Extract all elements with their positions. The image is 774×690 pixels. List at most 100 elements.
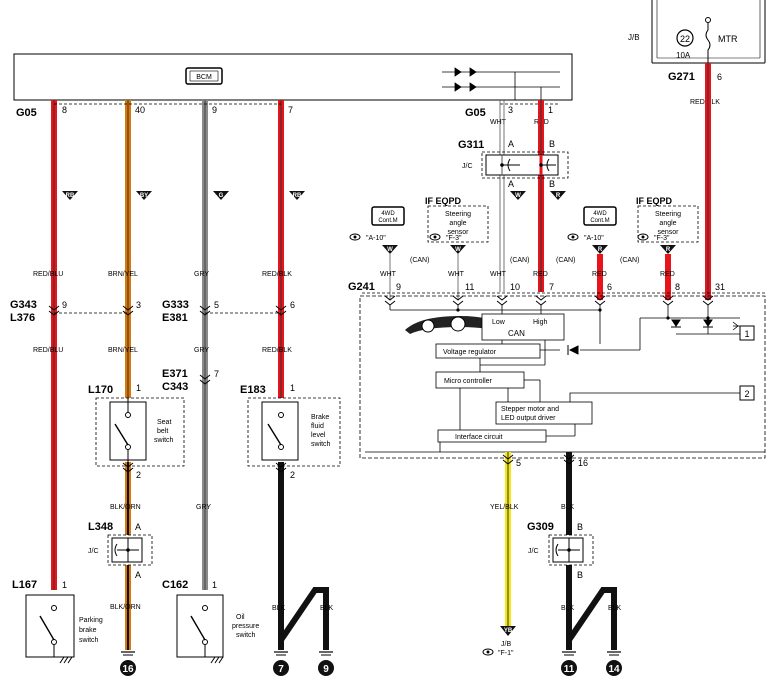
wire-label-yel-blk: YEL/BLK bbox=[490, 504, 519, 511]
wire-label-blk-3: BLK bbox=[608, 605, 622, 612]
svg-text:2: 2 bbox=[744, 389, 749, 399]
pin-7: 7 bbox=[288, 105, 293, 115]
steer1-text-2: angle bbox=[449, 220, 466, 227]
g241-pin-10: 10 bbox=[510, 282, 520, 292]
svg-text:R: R bbox=[666, 247, 671, 253]
ref-f3-1[interactable]: "F-3" bbox=[446, 235, 462, 242]
can-box-label: CAN bbox=[508, 329, 525, 338]
voltage-regulator-label: Voltage regulator bbox=[443, 349, 497, 356]
ground-16-icon: 16 bbox=[120, 651, 136, 676]
c343-label: C343 bbox=[162, 381, 188, 393]
fuse-amp: 10A bbox=[676, 51, 691, 60]
g343-pin-3: 3 bbox=[136, 300, 141, 310]
svg-text:W: W bbox=[455, 247, 461, 253]
g05-left-label: G05 bbox=[16, 107, 37, 119]
parking-ground-icon bbox=[54, 656, 73, 664]
parking-text-1: Parking bbox=[79, 617, 103, 624]
g333-pin-6: 6 bbox=[290, 300, 295, 310]
tri-r-2: R bbox=[592, 245, 608, 254]
meter-diodes-icon bbox=[567, 319, 713, 355]
meter-pin-16: 16 bbox=[578, 458, 588, 468]
e183-pin-bot: 2 bbox=[290, 470, 295, 480]
can-low-label: Low bbox=[492, 319, 506, 326]
parking-text-2: brake bbox=[79, 627, 97, 634]
wire-label-blk-1: BLK bbox=[561, 504, 575, 511]
g241-wire-wht-10: WHT bbox=[490, 271, 507, 278]
svg-text:G: G bbox=[219, 193, 224, 199]
wire-blk-ground-14 bbox=[566, 587, 617, 650]
stepper-motor-box bbox=[495, 401, 593, 425]
g311-pin-b2: B bbox=[549, 179, 555, 189]
svg-text:9: 9 bbox=[323, 664, 329, 675]
tri-by: BY bbox=[136, 191, 152, 200]
g05-right-label: G05 bbox=[465, 107, 486, 119]
steer1-text-3: sensor bbox=[447, 229, 469, 236]
wire-label-blk-2: BLK bbox=[561, 605, 575, 612]
oil-pressure-switch-box bbox=[176, 594, 224, 658]
svg-text:RB: RB bbox=[66, 193, 75, 199]
seat-belt-switch-icon bbox=[114, 423, 129, 446]
4wd-module-icon-1: 4WD Cont.M bbox=[371, 206, 405, 226]
wire-label-brn-yel-1: BRN/YEL bbox=[108, 271, 138, 278]
ground-11-icon: 11 bbox=[561, 651, 577, 676]
g241-pin-11: 11 bbox=[465, 282, 474, 292]
blk-orn-label-2: BLK/ORN bbox=[110, 604, 141, 611]
l170-label: L170 bbox=[88, 384, 113, 396]
l348-pin-a2: A bbox=[135, 570, 141, 580]
steering-sensor-box-2 bbox=[637, 205, 699, 243]
jb-label: J/B bbox=[628, 33, 640, 42]
wire-label-red-blu-1: RED/BLU bbox=[33, 271, 63, 278]
e381-label: E381 bbox=[162, 312, 188, 324]
yb-triangle: YB bbox=[500, 626, 516, 636]
ref-f1[interactable]: "F-1" bbox=[498, 650, 514, 657]
svg-text:1: 1 bbox=[744, 329, 749, 339]
connector-chevrons bbox=[48, 305, 287, 316]
g271-pin: 6 bbox=[717, 72, 722, 82]
brake-text-4: switch bbox=[311, 441, 331, 448]
pin-9: 9 bbox=[212, 105, 217, 115]
e183-label: E183 bbox=[240, 384, 266, 396]
ref-a10-1[interactable]: "A-10" bbox=[366, 235, 386, 242]
ground-9-icon: 9 bbox=[318, 651, 334, 676]
svg-text:R: R bbox=[598, 247, 603, 253]
parking-brake-switch-box bbox=[25, 594, 75, 658]
eye-icon-5 bbox=[482, 648, 494, 656]
e183-pin-top: 1 bbox=[290, 383, 295, 393]
tri-r-3: R bbox=[660, 245, 676, 254]
ref-f3-2[interactable]: "F-3" bbox=[654, 235, 670, 242]
g311-pin-a2: A bbox=[508, 179, 514, 189]
ground-7-icon: 7 bbox=[273, 651, 289, 676]
bcm-label: BCM bbox=[196, 74, 212, 81]
ref-a10-2[interactable]: "A-10" bbox=[584, 235, 604, 242]
wire-label-gry-1: GRY bbox=[194, 271, 209, 278]
bcm-box bbox=[13, 53, 573, 101]
fuse-icon bbox=[705, 23, 711, 63]
svg-text:W: W bbox=[515, 193, 521, 199]
g241-pin-9: 9 bbox=[396, 282, 401, 292]
mtr-label: MTR bbox=[718, 34, 738, 44]
interface-circuit-label: Interface circuit bbox=[455, 434, 503, 441]
chevrons-bottom bbox=[502, 454, 575, 465]
g05-right-pin-1: 1 bbox=[548, 105, 553, 115]
voltage-regulator-box bbox=[435, 343, 541, 359]
g309-pin-b2: B bbox=[577, 570, 583, 580]
brake-text-1: Brake bbox=[311, 414, 329, 421]
blk-label-brake: BLK bbox=[272, 605, 286, 612]
wire-label-red-blk-2: RED/BLK bbox=[262, 347, 292, 354]
steer2-text-3: sensor bbox=[657, 229, 679, 236]
l348-label: L348 bbox=[88, 521, 113, 533]
seat-text-3: switch bbox=[154, 437, 174, 444]
steer2-text-1: Steering bbox=[655, 211, 681, 218]
brake-fluid-switch-box bbox=[247, 397, 341, 467]
wire-label-wht-1: WHT bbox=[490, 119, 507, 126]
svg-text:Cont.M: Cont.M bbox=[378, 218, 397, 224]
tri-w-3: W bbox=[450, 245, 466, 254]
tri-g: G bbox=[213, 191, 229, 200]
g241-label: G241 bbox=[348, 281, 375, 293]
g309-pin-b: B bbox=[577, 522, 583, 532]
blk-orn-label-1: BLK/ORN bbox=[110, 504, 141, 511]
blk-label-g9: BLK bbox=[320, 605, 334, 612]
e371-label: E371 bbox=[162, 368, 188, 380]
tri-rb-2: RB bbox=[289, 191, 305, 200]
tri-w-1: W bbox=[510, 191, 526, 200]
